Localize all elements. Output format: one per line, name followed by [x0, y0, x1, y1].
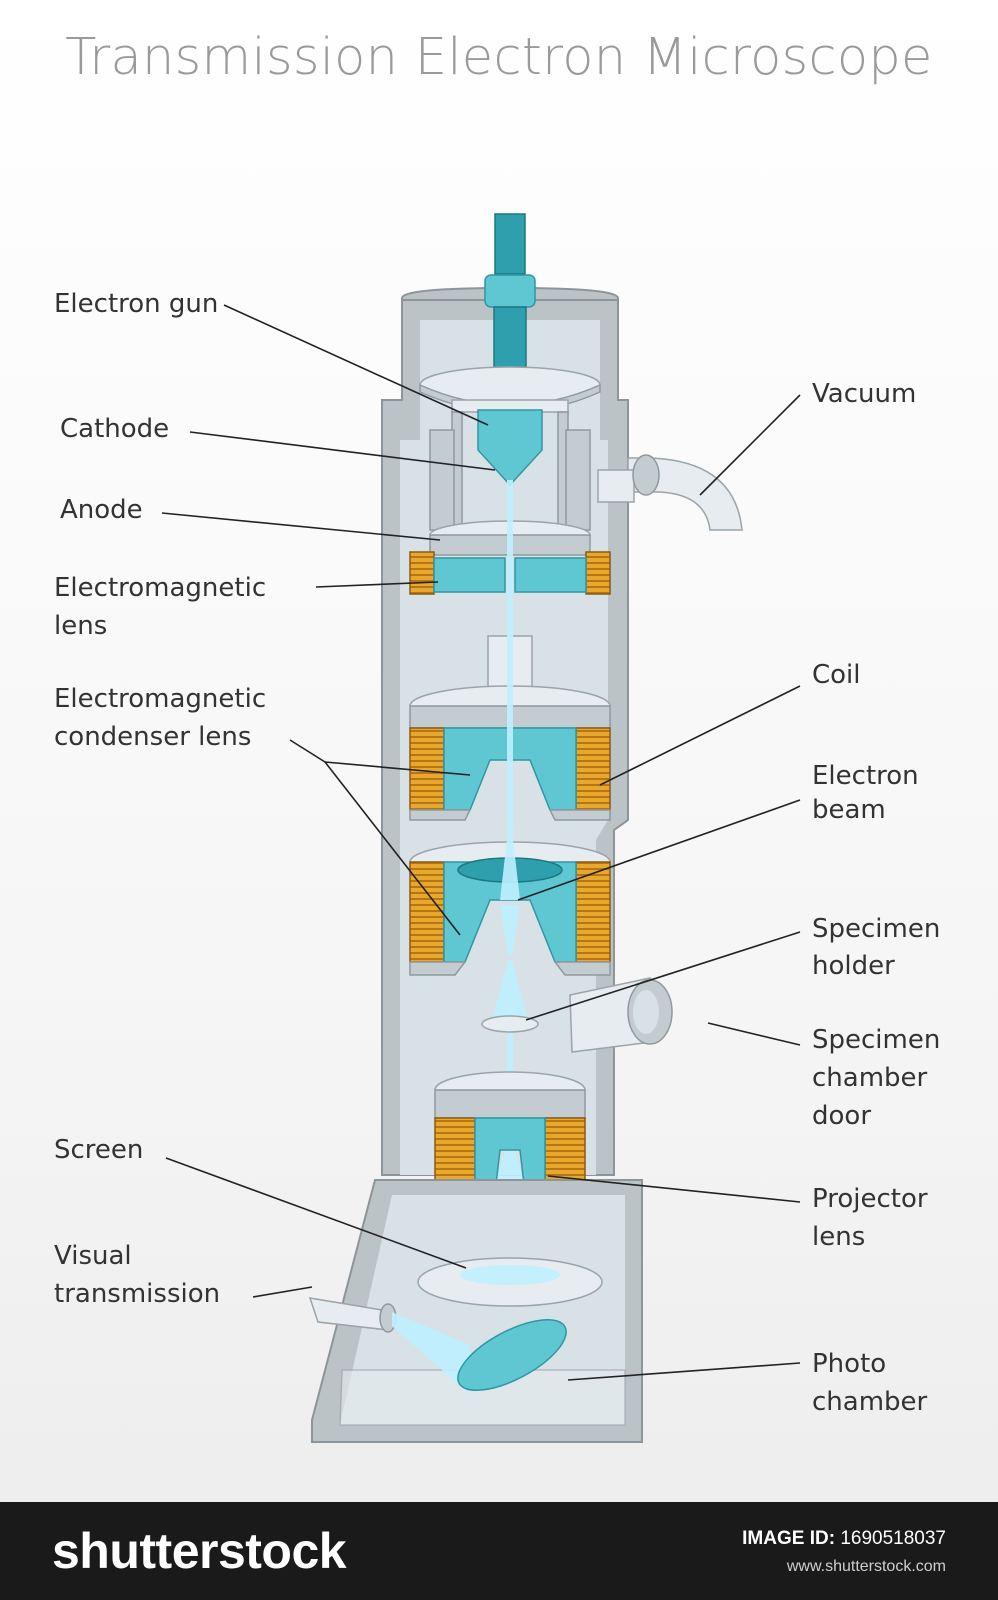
label-vacuum: Vacuum [812, 379, 916, 409]
label-anode: Anode [60, 495, 143, 525]
lower-chamber [311, 1179, 643, 1443]
leader-lines [161, 304, 801, 1381]
site-url: www.shutterstock.com [786, 1558, 946, 1575]
vacuum-pipe [597, 454, 743, 531]
label-visual-transmission: Visual transmission [54, 1241, 220, 1309]
label-specimen-holder: Specimen holder [812, 914, 949, 981]
label-coil: Coil [812, 660, 861, 690]
label-specimen-chamber-door: Specimen chamber door [812, 1025, 949, 1131]
cathode [477, 409, 543, 487]
image-id-value: 1690518037 [840, 1528, 946, 1549]
label-electron-gun: Electron gun [54, 289, 218, 319]
label-screen: Screen [54, 1135, 143, 1165]
electromagnetic-lens [409, 551, 611, 595]
specimen-chamber-door [569, 977, 673, 1053]
label-electron-beam: Electron beam [812, 761, 927, 825]
label-cathode: Cathode [60, 414, 169, 444]
image-id-label: IMAGE ID: [742, 1528, 836, 1549]
diagram-title: Transmission Electron Microscope [65, 28, 933, 87]
photo-plate [457, 1319, 567, 1391]
brand-logo: shutterstock [52, 1523, 347, 1579]
label-electromagnetic-lens: Electromagnetic lens [54, 573, 274, 641]
labels: Electron gun Cathode Anode Electromagnet… [54, 289, 949, 1417]
image-id: IMAGE ID: 1690518037 [742, 1528, 946, 1550]
electron-gun [419, 213, 601, 531]
label-condenser-lens: Electromagnetic condenser lens [54, 684, 274, 752]
visual-transmission [308, 1297, 470, 1395]
footer-bar: shutterstock IMAGE ID: 1690518037 www.sh… [0, 1502, 998, 1600]
label-photo-chamber: Photo chamber [812, 1349, 928, 1417]
tem-diagram: Electron gun Cathode Anode Electromagnet… [54, 213, 949, 1443]
label-projector-lens: Projector lens [812, 1184, 936, 1252]
screen [417, 1257, 603, 1307]
specimen-holder [481, 1015, 539, 1033]
